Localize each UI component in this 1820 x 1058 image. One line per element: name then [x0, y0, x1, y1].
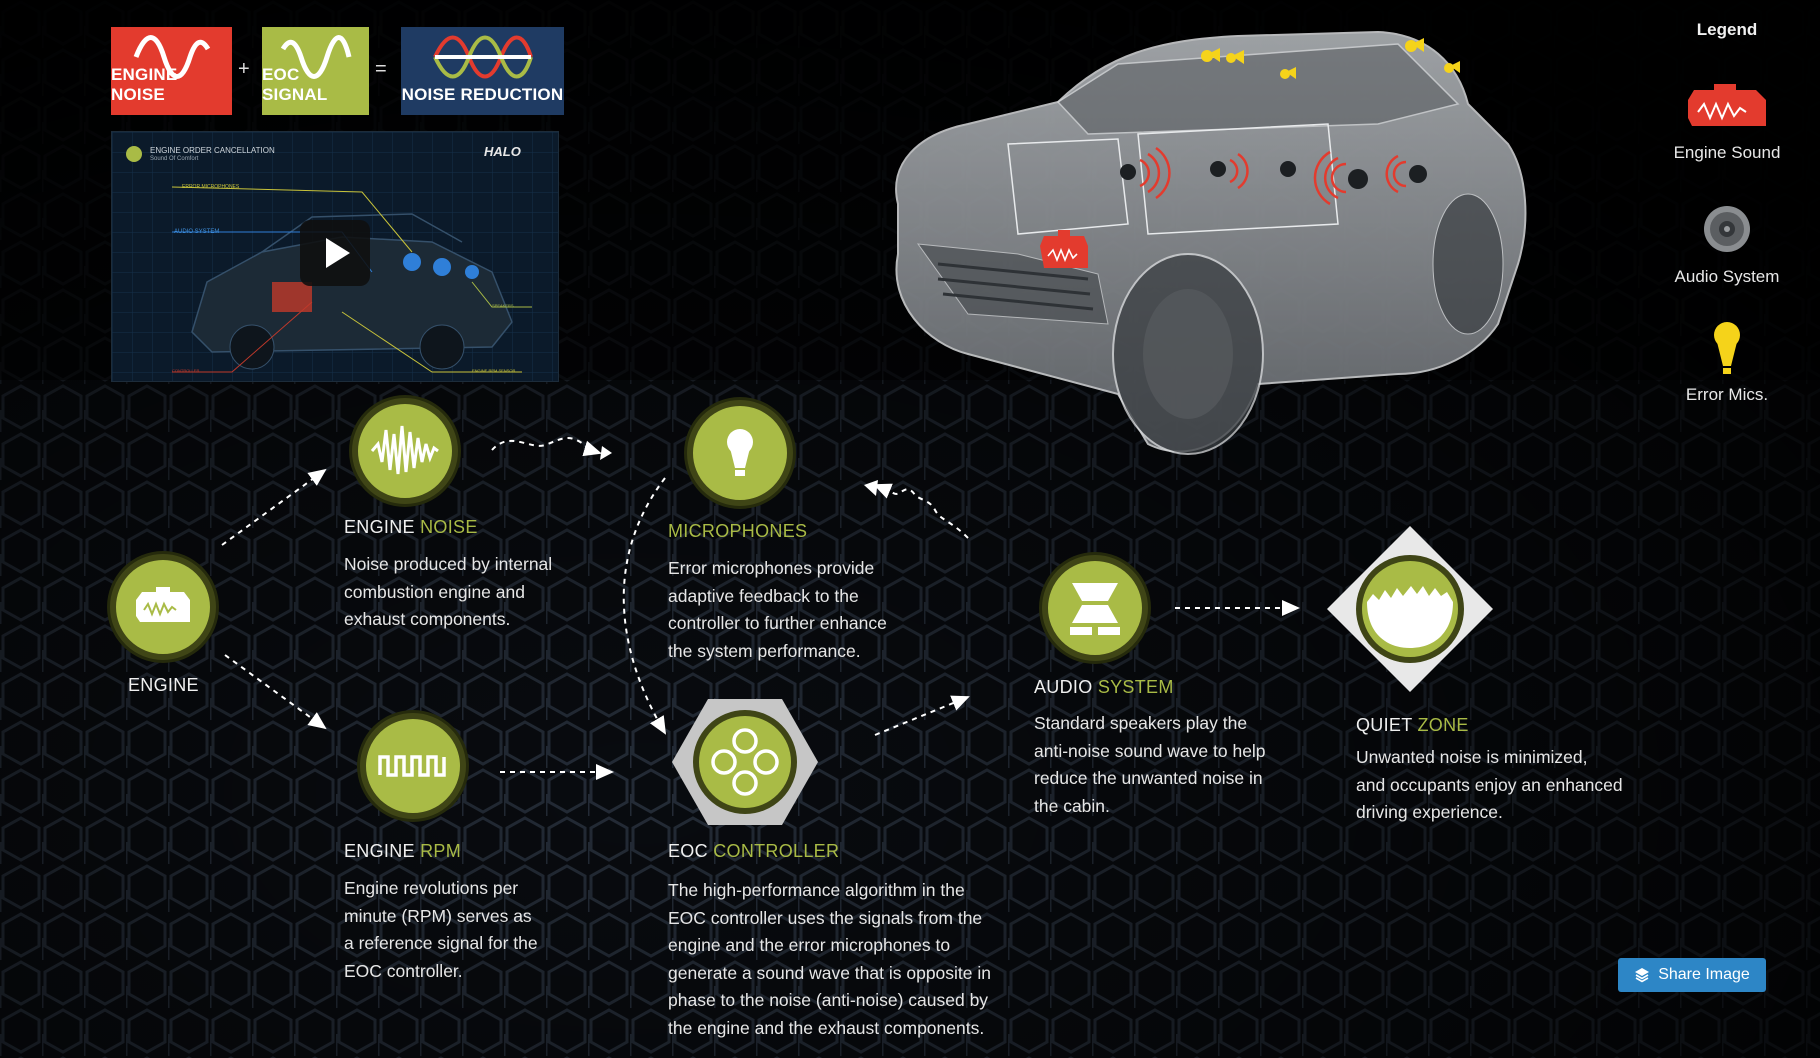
video-label: ERROR MICROPHONES [182, 184, 240, 190]
video-brand: HALO [484, 144, 521, 159]
quiet-zone-description: Unwanted noise is minimized, and occupan… [1356, 747, 1623, 822]
engine-sound-icon [1040, 230, 1088, 268]
equals-sign: = [375, 58, 387, 80]
noise-reduction-tile-label: NOISE REDUCTION [401, 85, 564, 104]
microphones-description: Error microphones provide adaptive feedb… [668, 558, 887, 661]
quiet-zone-node [1327, 526, 1493, 692]
legend-label-error-mics: Error Mics. [1685, 385, 1769, 404]
video-label: SPEAKERS [492, 303, 514, 308]
engine-node [110, 554, 216, 660]
eoc-signal-tile: EOC SIGNAL [262, 27, 369, 115]
share-image-label: Share Image [1658, 966, 1750, 983]
engine-title: ENGINE [128, 675, 199, 695]
video-subtitle: Sound Of Comfort [150, 156, 199, 162]
play-icon [326, 238, 350, 268]
microphone-icon [1714, 322, 1740, 374]
engine-noise-tile-label: ENGINE NOISE [111, 65, 178, 104]
video-label: ENGINE RPM SENSOR [472, 368, 516, 373]
quiet-zone-icon [1367, 586, 1453, 648]
play-button[interactable] [300, 220, 370, 286]
speaker-stack-icon [1070, 583, 1120, 635]
engine-icon [136, 587, 190, 622]
video-title: ENGINE ORDER CANCELLATION [150, 146, 275, 155]
video-logo-icon [126, 146, 142, 162]
legend-heading: Legend [1696, 20, 1758, 39]
interfering-waves-icon [432, 35, 533, 79]
microphones-node [687, 400, 793, 506]
engine-noise-title: ENGINE NOISE [344, 517, 478, 537]
sine-wave-icon [133, 35, 210, 79]
engine-rpm-title: ENGINE RPM [344, 841, 462, 861]
legend-label-audio-system: Audio System [1674, 267, 1780, 286]
eoc-controller-node [672, 699, 818, 825]
noise-reduction-tile: NOISE REDUCTION [401, 27, 564, 115]
car-illustration [895, 30, 1527, 455]
noise-waveform-icon [370, 425, 439, 475]
plus-sign: + [238, 58, 250, 80]
microphones-title: MICROPHONES [668, 521, 808, 541]
square-wave-icon [378, 755, 446, 777]
engine-noise-description: Noise produced by internal combustion en… [344, 554, 553, 629]
engine-noise-node [352, 398, 458, 504]
legend-label-engine-sound: Engine Sound [1673, 143, 1781, 162]
audio-system-description: Standard speakers play the anti-noise so… [1034, 713, 1266, 816]
share-image-button[interactable]: Share Image [1618, 958, 1766, 992]
quiet-zone-title: QUIET ZONE [1356, 715, 1469, 735]
controller-nodes-icon [711, 728, 779, 796]
engine-noise-tile: ENGINE NOISE [111, 27, 232, 115]
microphone-icon [727, 429, 753, 476]
eoc-controller-title: EOC CONTROLLER [668, 841, 840, 861]
video-label: AUDIO SYSTEM [174, 229, 220, 235]
engine-rpm-node [360, 713, 466, 819]
engine-rpm-description: Engine revolutions per minute (RPM) serv… [344, 878, 538, 981]
speaker-icon [1704, 206, 1750, 252]
sine-wave-icon [280, 35, 351, 79]
video-label: CONTROLLER [172, 368, 200, 373]
eoc-controller-description: The high-performance algorithm in the EO… [668, 880, 991, 1038]
layers-icon [1635, 968, 1650, 983]
eoc-signal-tile-label: EOC SIGNAL [262, 65, 328, 104]
engine-sound-icon [1688, 84, 1766, 126]
audio-system-node [1042, 555, 1148, 661]
video-thumbnail[interactable]: ENGINE ORDER CANCELLATION Sound Of Comfo… [111, 131, 559, 382]
audio-system-title: AUDIO SYSTEM [1034, 677, 1174, 697]
